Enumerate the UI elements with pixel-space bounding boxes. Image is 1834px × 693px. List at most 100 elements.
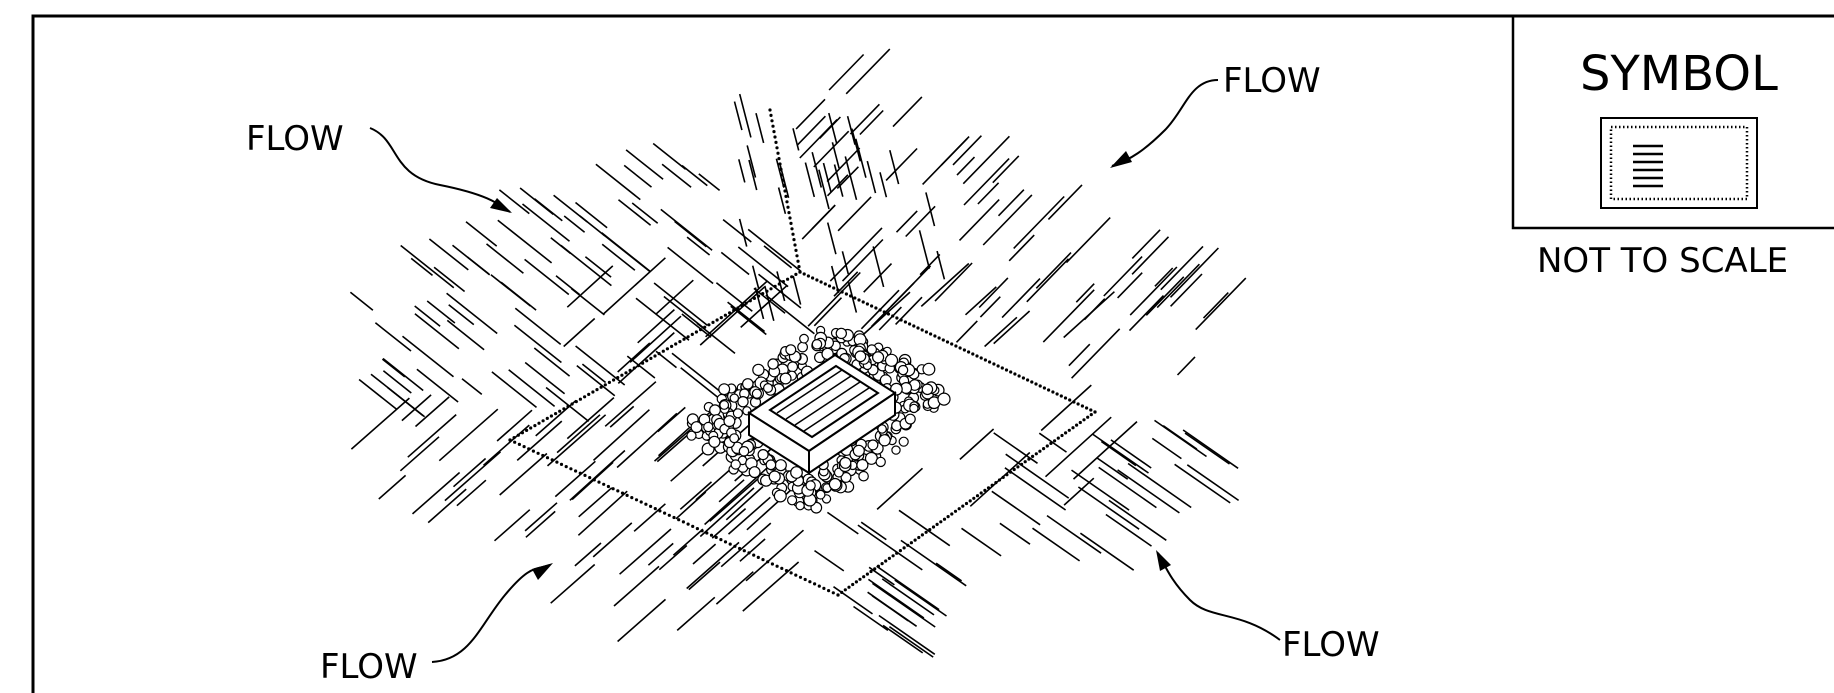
hatch-line bbox=[720, 251, 750, 276]
hatch-line bbox=[571, 461, 614, 501]
grade-dot bbox=[740, 304, 744, 308]
grade-dot bbox=[778, 162, 782, 166]
grade-dot bbox=[865, 572, 870, 576]
rock bbox=[748, 466, 761, 479]
hatch-line bbox=[584, 256, 612, 278]
rock bbox=[897, 364, 909, 376]
rock bbox=[878, 434, 891, 447]
hatch-line bbox=[699, 286, 765, 346]
rock bbox=[815, 489, 826, 500]
hatch-line bbox=[461, 378, 483, 396]
rock bbox=[686, 430, 697, 441]
grade-dot bbox=[602, 482, 606, 486]
hatch-line bbox=[982, 194, 1033, 246]
rock bbox=[854, 350, 867, 363]
hatch-line bbox=[601, 243, 636, 271]
grade-dot bbox=[728, 542, 732, 546]
grade-dot bbox=[1030, 380, 1034, 384]
hatch-line bbox=[841, 238, 884, 282]
hatch-line bbox=[861, 291, 911, 337]
hatch-line bbox=[563, 317, 596, 348]
grade-dot bbox=[823, 282, 827, 286]
flow-label-bottom-right: FLOW bbox=[1156, 550, 1380, 665]
hatch-line bbox=[889, 149, 900, 185]
hatch-line bbox=[826, 511, 859, 535]
grade-dot bbox=[786, 205, 790, 209]
grade-dot bbox=[545, 456, 550, 460]
grade-dot bbox=[1072, 400, 1076, 404]
grade-dot bbox=[986, 486, 991, 490]
grade-dot bbox=[639, 500, 643, 504]
grade-dot bbox=[555, 460, 559, 464]
hatch-line bbox=[964, 286, 997, 316]
grade-dot bbox=[1047, 388, 1051, 392]
grade-dot bbox=[924, 330, 929, 334]
grade-dot bbox=[1001, 475, 1005, 479]
hatch-line bbox=[747, 228, 802, 272]
grade-dot bbox=[663, 511, 667, 515]
grade-dot bbox=[1017, 374, 1021, 378]
grade-dot bbox=[844, 292, 849, 296]
hatch-line bbox=[601, 232, 651, 273]
hatch-line bbox=[1047, 184, 1083, 220]
legend-title: SYMBOL bbox=[1580, 46, 1778, 102]
grade-dot bbox=[1089, 413, 1093, 417]
hatch-line bbox=[647, 542, 674, 566]
grade-dot bbox=[603, 383, 607, 387]
grade-dot bbox=[1005, 473, 1009, 477]
hatch-line bbox=[775, 158, 785, 188]
grade-dot bbox=[794, 272, 798, 276]
grade-dot bbox=[752, 553, 756, 557]
hatch-line bbox=[374, 322, 412, 352]
grade-dot bbox=[653, 507, 657, 511]
grade-dot bbox=[569, 467, 573, 471]
grade-dot bbox=[996, 364, 1000, 368]
grade-dot bbox=[902, 546, 906, 550]
grade-dot bbox=[564, 465, 568, 469]
flow-text: FLOW bbox=[246, 119, 344, 159]
grade-dot bbox=[665, 347, 670, 351]
hatch-line bbox=[569, 449, 626, 501]
rock bbox=[805, 480, 816, 491]
grade-dot bbox=[784, 569, 789, 573]
hatch-line bbox=[1202, 292, 1229, 319]
grade-dot bbox=[527, 447, 531, 451]
grade-dot bbox=[791, 232, 795, 236]
grade-dot bbox=[686, 335, 690, 339]
hatch-line bbox=[754, 287, 765, 320]
hatch-line bbox=[676, 596, 716, 632]
hatch-line bbox=[625, 149, 664, 180]
rock bbox=[762, 383, 773, 394]
hatch-line bbox=[533, 347, 571, 377]
grade-dot bbox=[836, 593, 840, 597]
grade-dot bbox=[1034, 382, 1038, 386]
hatch-line bbox=[553, 194, 588, 223]
grade-dot bbox=[913, 538, 917, 542]
grade-dot bbox=[887, 556, 892, 561]
rock bbox=[737, 396, 749, 408]
rock bbox=[858, 470, 869, 482]
flow-label-top-right: FLOW bbox=[1110, 61, 1321, 168]
rock bbox=[703, 421, 714, 433]
grade-dot bbox=[591, 390, 595, 394]
grade-dot bbox=[723, 313, 728, 317]
hatch-line bbox=[595, 163, 641, 201]
grade-dot bbox=[1064, 431, 1068, 435]
grade-dot bbox=[784, 194, 788, 198]
grade-dot bbox=[924, 530, 928, 534]
hatch-line bbox=[653, 282, 708, 327]
grade-dot bbox=[522, 445, 526, 449]
grade-dot bbox=[748, 299, 752, 303]
grade-dot bbox=[578, 471, 582, 475]
rock bbox=[937, 392, 951, 406]
hatch-line bbox=[888, 626, 934, 658]
grade-dot bbox=[653, 354, 657, 358]
grade-dot bbox=[1042, 447, 1046, 451]
hatch-line bbox=[997, 189, 1025, 217]
grade-dot bbox=[990, 483, 994, 487]
hatch-line bbox=[1044, 416, 1112, 478]
hatch-line bbox=[570, 287, 605, 316]
grade-dot bbox=[891, 314, 895, 318]
grade-dot bbox=[690, 332, 694, 336]
hatch-line bbox=[546, 414, 607, 467]
